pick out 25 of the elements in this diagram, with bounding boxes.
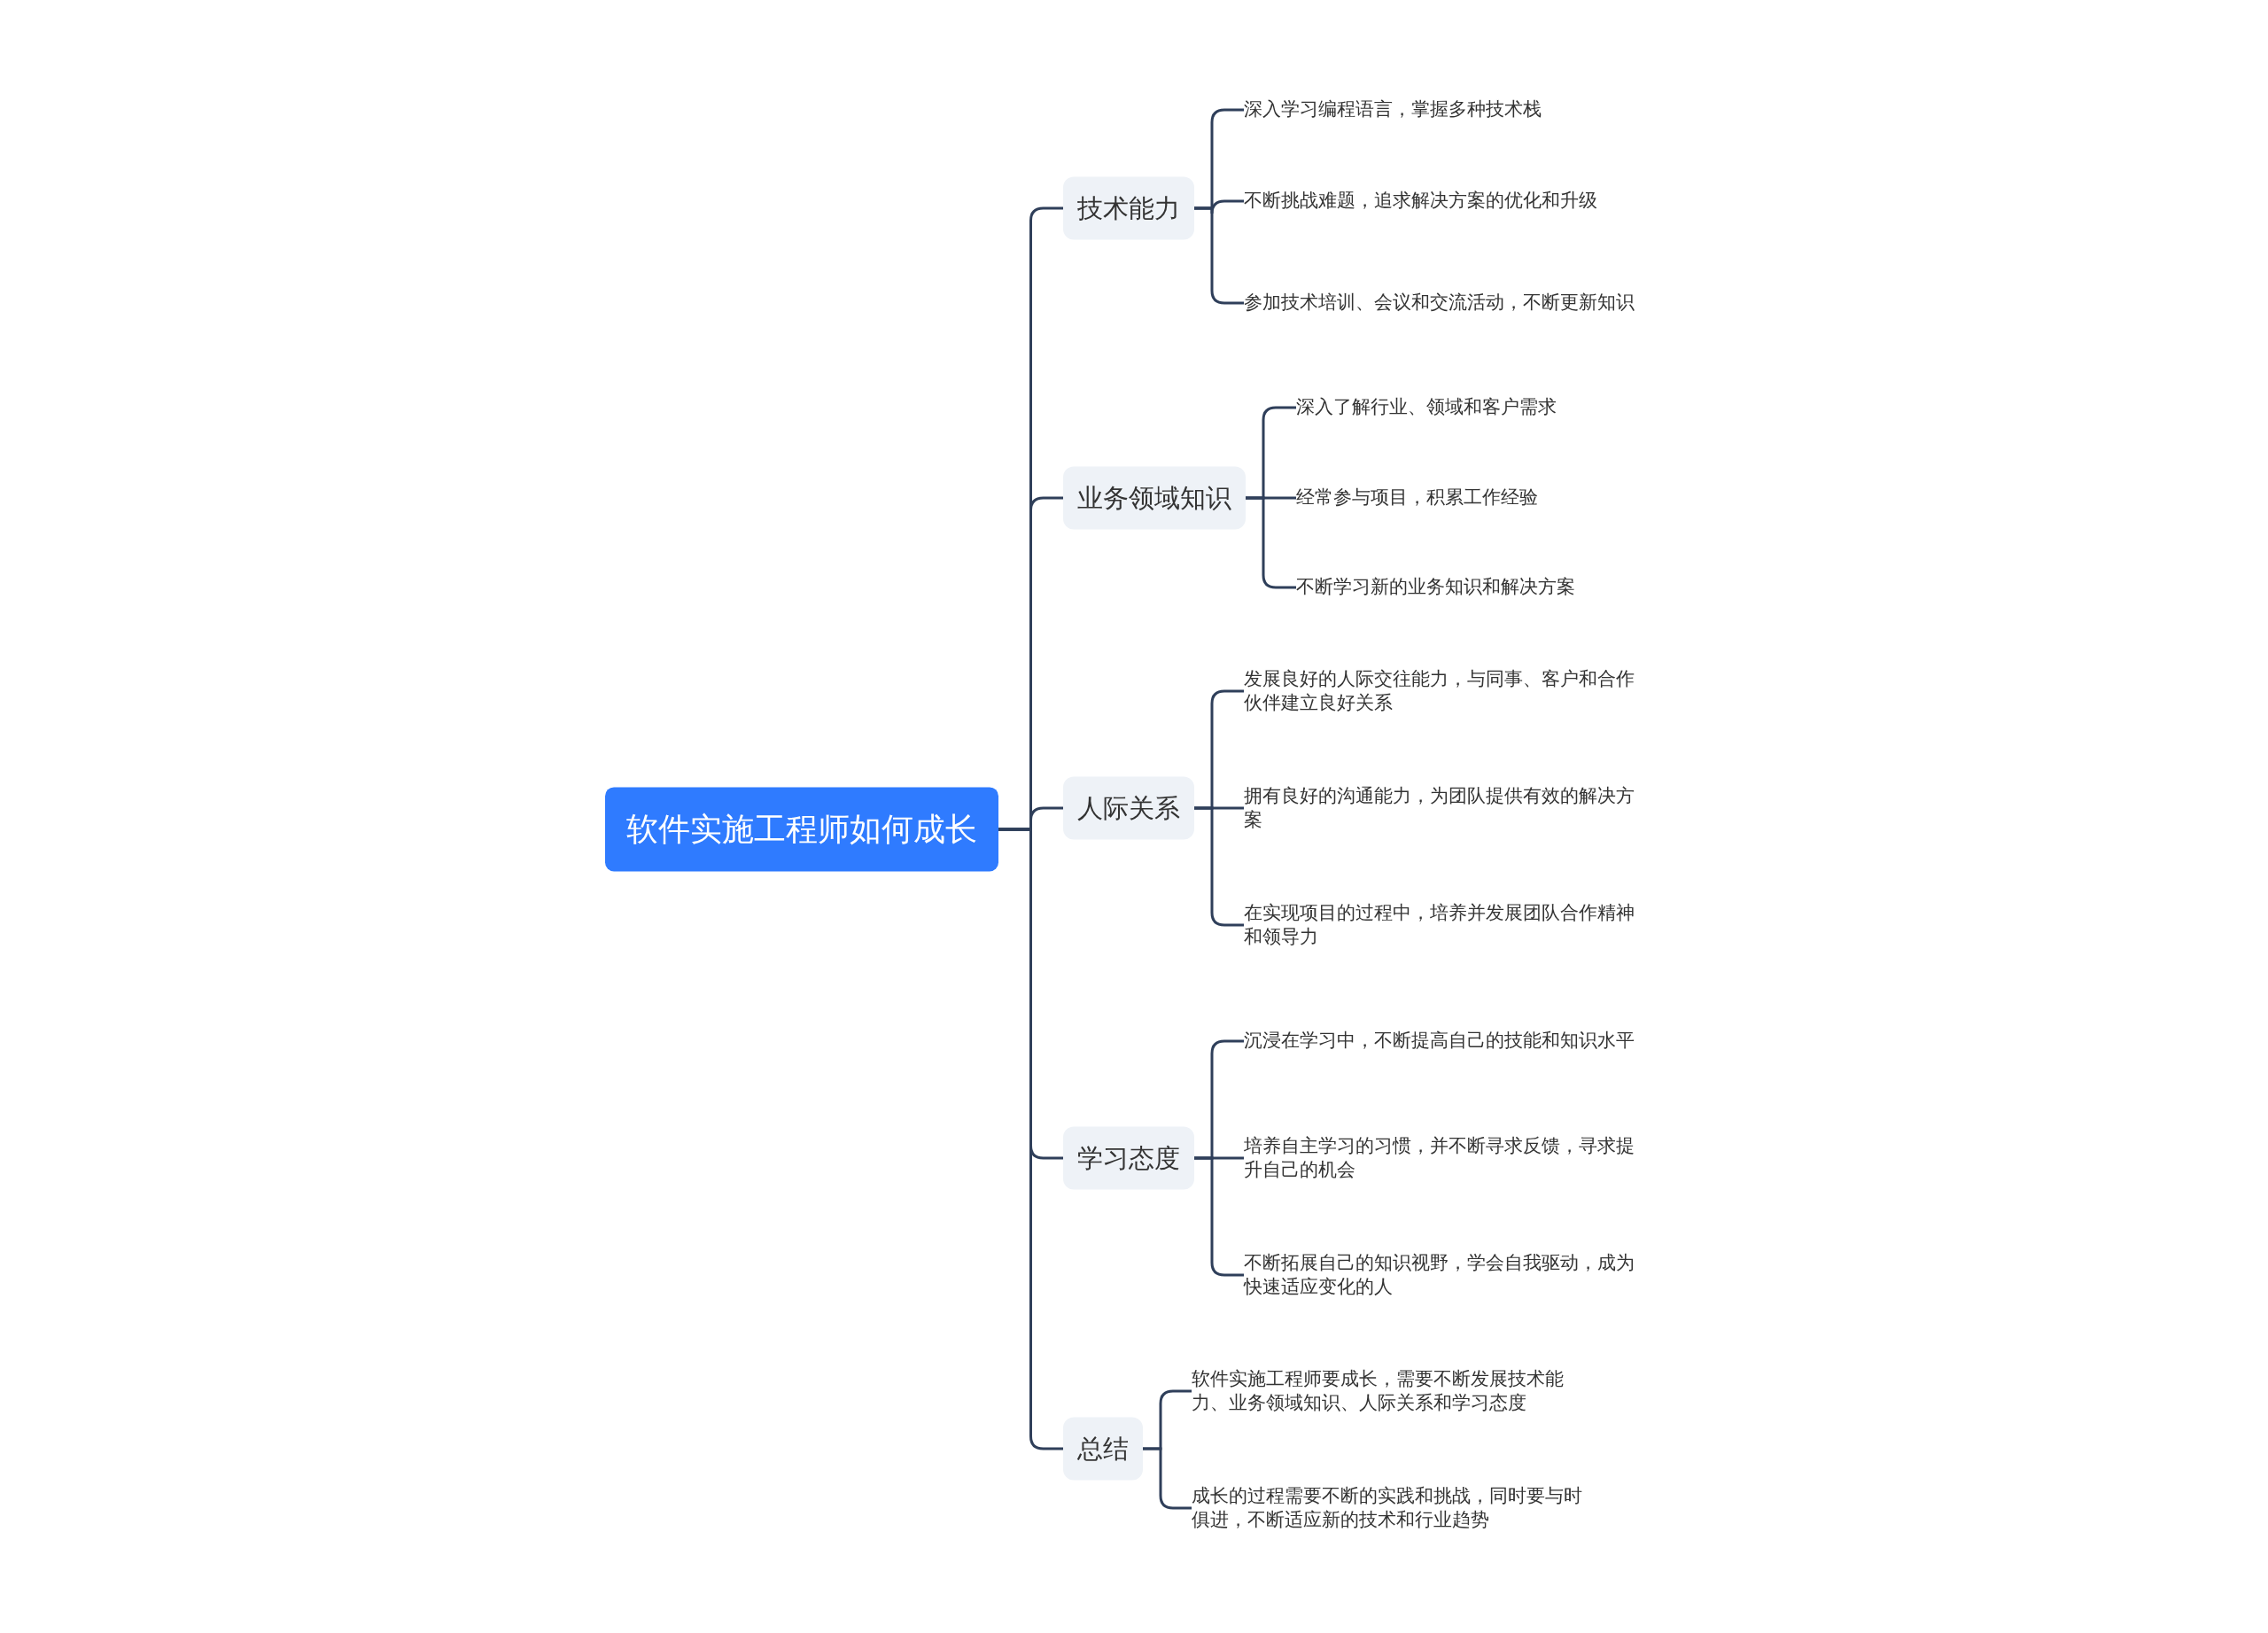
topic-box: 总结 bbox=[1063, 1417, 1143, 1481]
subtopic-text: 在实现项目的过程中，培养并发展团队合作精神和领导力 bbox=[1244, 900, 1643, 950]
subtopic-text: 不断挑战难题，追求解决方案的优化和升级 bbox=[1244, 189, 1643, 214]
subtopic-text: 成长的过程需要不断的实践和挑战，同时要与时俱进，不断适应新的技术和行业趋势 bbox=[1192, 1483, 1590, 1533]
subtopic-text: 深入了解行业、领域和客户需求 bbox=[1296, 395, 1695, 420]
subtopic-text: 深入学习编程语言，掌握多种技术栈 bbox=[1244, 97, 1643, 122]
connector-line bbox=[1194, 806, 1244, 927]
subtopic-text: 软件实施工程师要成长，需要不断发展技术能力、业务领域知识、人际关系和学习态度 bbox=[1192, 1366, 1590, 1416]
connector-line bbox=[1143, 1447, 1192, 1510]
subtopic-text: 经常参与项目，积累工作经验 bbox=[1296, 486, 1695, 510]
central-topic: 软件实施工程师如何成长 bbox=[605, 787, 998, 872]
subtopic-text: 发展良好的人际交往能力，与同事、客户和合作伙伴建立良好关系 bbox=[1244, 666, 1643, 716]
subtopic-text: 沉浸在学习中，不断提高自己的技能和知识水平 bbox=[1244, 1029, 1643, 1054]
topic-box: 业务领域知识 bbox=[1063, 466, 1246, 530]
connector-line bbox=[1194, 206, 1244, 305]
subtopic-text: 不断学习新的业务知识和解决方案 bbox=[1296, 575, 1695, 600]
topic-box: 技术能力 bbox=[1063, 176, 1194, 240]
connector-line bbox=[1194, 1156, 1244, 1277]
subtopic-text: 培养自主学习的习惯，并不断寻求反馈，寻求提升自己的机会 bbox=[1244, 1133, 1643, 1183]
subtopic-text: 拥有良好的沟通能力，为团队提供有效的解决方案 bbox=[1244, 783, 1643, 833]
topic-box: 人际关系 bbox=[1063, 776, 1194, 840]
topic-box: 学习态度 bbox=[1063, 1126, 1194, 1190]
connector-line bbox=[998, 828, 1063, 1450]
subtopic-text: 参加技术培训、会议和交流活动，不断更新知识 bbox=[1244, 291, 1643, 315]
subtopic-text: 不断拓展自己的知识视野，学会自我驱动，成为快速适应变化的人 bbox=[1244, 1250, 1643, 1300]
